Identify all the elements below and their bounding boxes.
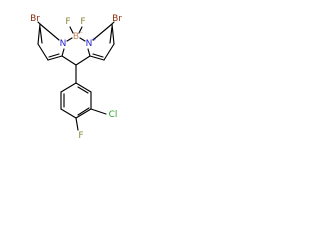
double-bond-line [92, 53, 104, 58]
bond-line [79, 37, 86, 42]
charge-nitrogen: + [92, 37, 96, 43]
atom-br-right: Br [112, 14, 122, 24]
bond-line [89, 55, 105, 61]
atom-cl: Cl [109, 110, 118, 120]
atom-br-left: Br [30, 14, 40, 24]
bond-line [60, 108, 77, 119]
atom-b-center: B [73, 32, 79, 42]
double-bond-line [109, 26, 113, 44]
atom-f-left: F [65, 17, 70, 27]
bond-layer [37, 21, 115, 131]
molecule-structure: Br Br F F N N B − + Cl F [30, 14, 122, 141]
bond-line [61, 48, 65, 57]
double-bond-line [39, 26, 43, 44]
charge-boron: − [79, 30, 83, 36]
bond-line [75, 117, 79, 131]
bond-line [66, 37, 73, 42]
atom-f-right: F [80, 17, 85, 27]
bond-line [61, 55, 77, 66]
bond-line [37, 43, 49, 61]
bond-line [103, 43, 115, 61]
bond-line [39, 23, 60, 41]
bond-line [87, 48, 91, 57]
bond-line [37, 21, 41, 25]
atom-n-left: N [60, 39, 67, 49]
double-bond-line [77, 86, 89, 94]
atom-f-ring: F [78, 131, 83, 141]
bond-line [47, 55, 63, 61]
bond-line [90, 108, 107, 115]
double-bond-line [77, 107, 90, 116]
bond-line [78, 26, 83, 34]
bond-line [60, 82, 77, 93]
double-bond-line [48, 53, 60, 58]
bond-line [69, 26, 74, 34]
bond-line [75, 55, 91, 66]
bond-line [75, 82, 92, 93]
bond-line [111, 21, 115, 25]
atom-n-right: N [86, 39, 93, 49]
bond-line [92, 23, 113, 41]
bond-line [75, 108, 92, 119]
